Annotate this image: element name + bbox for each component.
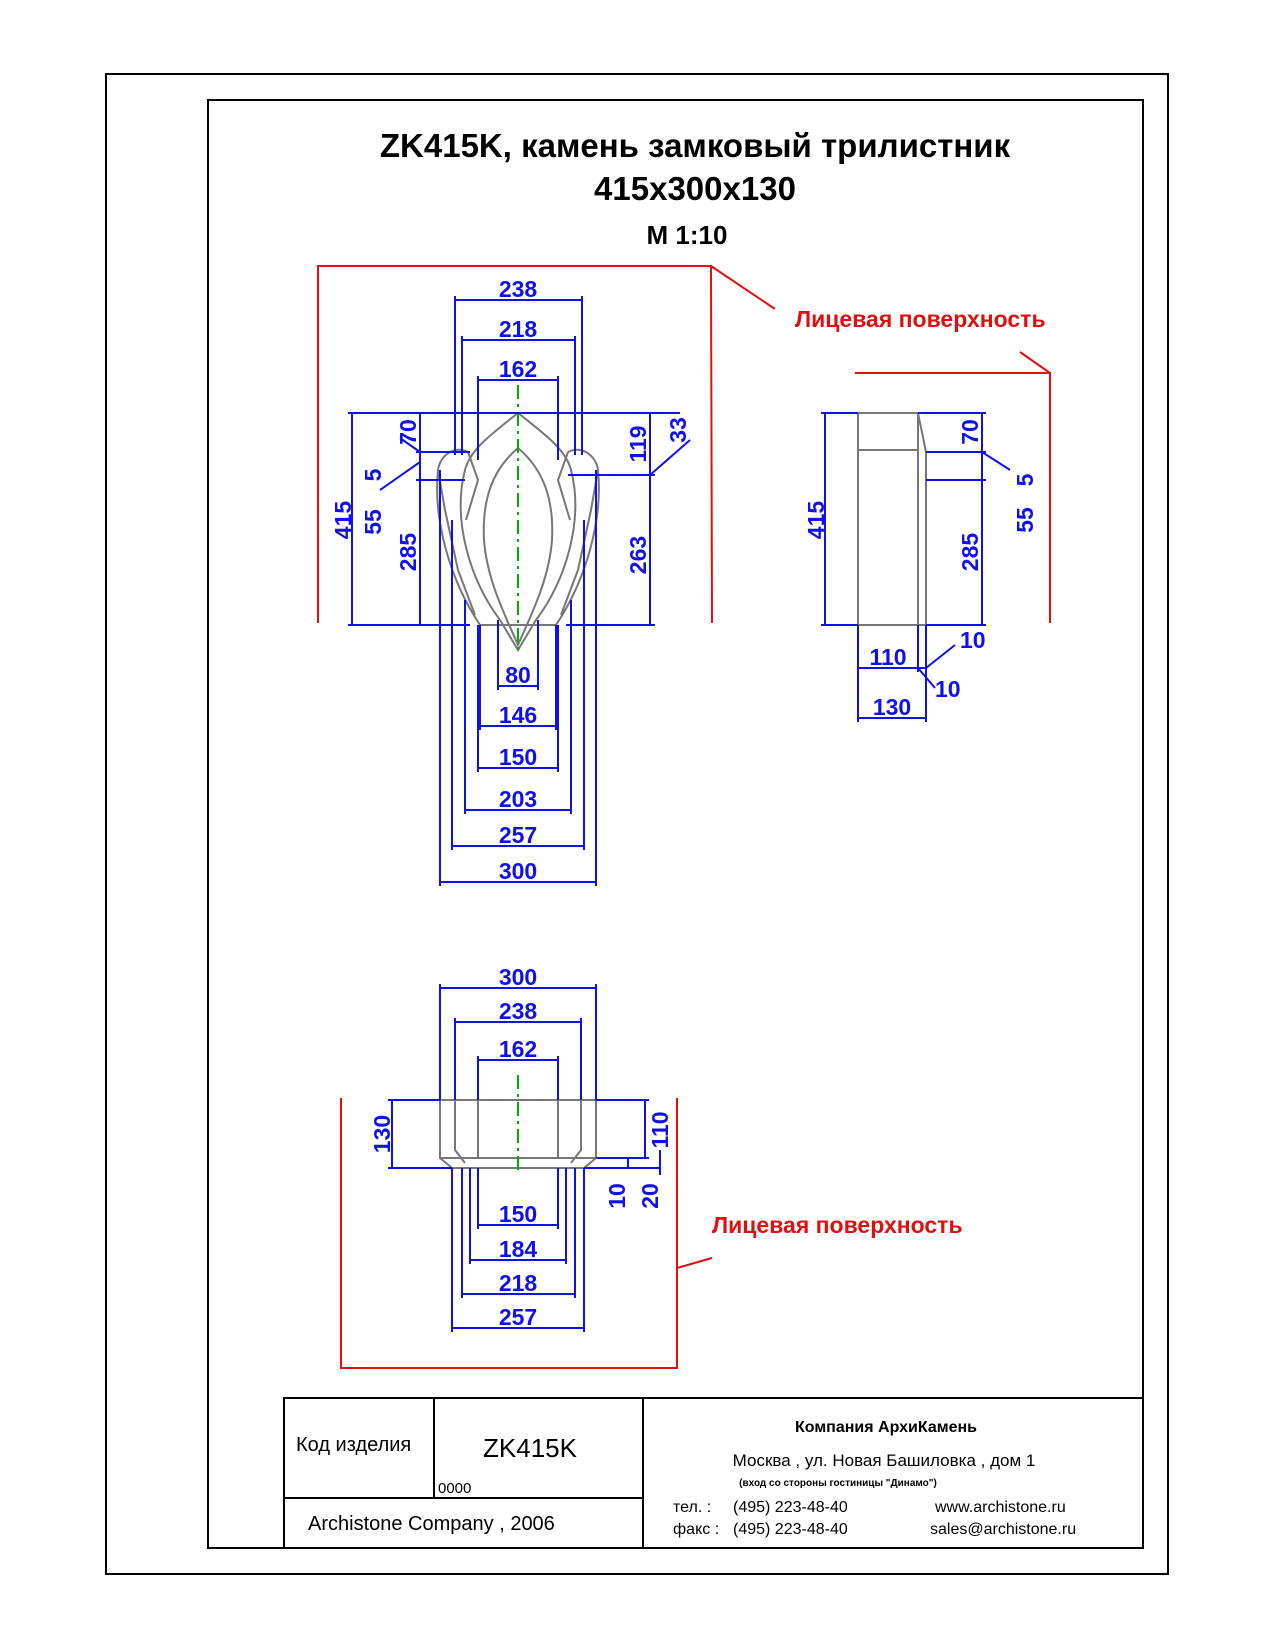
dim-front-55: 55 [360, 509, 386, 535]
dim-side-285: 285 [957, 533, 983, 572]
side-stone-outline [857, 412, 927, 626]
face-label-bottom: Лицевая поверхность [712, 1212, 963, 1238]
drawing-size: 415x300x130 [594, 170, 796, 207]
dim-front-150: 150 [499, 744, 537, 770]
dim-plan-20: 20 [637, 1183, 663, 1209]
dim-side-10-bottom: 10 [935, 676, 961, 702]
dim-plan-218: 218 [499, 1270, 538, 1296]
dim-plan-162: 162 [499, 1036, 537, 1062]
dim-side-130: 130 [873, 694, 911, 720]
face-label-top: Лицевая поверхность [795, 306, 1046, 332]
dim-front-33: 33 [665, 417, 691, 443]
side-face-marker [855, 372, 1051, 623]
stamp-code-label: Код изделия [296, 1434, 411, 1456]
dim-plan-10: 10 [604, 1183, 630, 1209]
dim-plan-130: 130 [369, 1115, 395, 1153]
plan-face-marker [340, 1098, 678, 1369]
outer-frame [105, 73, 1169, 1575]
stamp-website[interactable]: www.archistone.ru [934, 1499, 1066, 1516]
dim-plan-300: 300 [499, 964, 537, 990]
stamp-phone: (495) 223-48-40 [733, 1499, 848, 1516]
stamp-company: Компания АрхиКамень [795, 1419, 977, 1436]
front-face-leader [710, 265, 776, 310]
dim-front-263: 263 [625, 536, 651, 574]
stamp-code-value: ZK415K [483, 1433, 578, 1463]
dim-front-70: 70 [395, 419, 421, 445]
stamp-fax: (495) 223-48-40 [733, 1521, 848, 1538]
dim-side-55: 55 [1012, 507, 1038, 533]
dim-front-285: 285 [395, 533, 421, 572]
dim-side-5: 5 [1012, 473, 1038, 486]
dim-front-162: 162 [499, 356, 537, 382]
stamp-fax-label: факс : [673, 1521, 719, 1538]
plan-view: Лицевая поверхность 300 238 162 150 184 [340, 964, 963, 1369]
stamp-email[interactable]: sales@archistone.ru [930, 1521, 1076, 1538]
drawing-scale: М 1:10 [647, 220, 728, 250]
dim-front-119: 119 [625, 425, 651, 462]
dim-front-146: 146 [499, 702, 537, 728]
dim-plan-184: 184 [499, 1236, 538, 1262]
dim-side-415: 415 [803, 501, 829, 540]
dim-front-238: 238 [499, 276, 538, 302]
dim-plan-110: 110 [647, 1111, 673, 1148]
title-block: Код изделия ZK415K 0000 Archistone Compa… [283, 1397, 1144, 1549]
dim-front-257: 257 [499, 822, 537, 848]
front-face-marker [317, 265, 713, 624]
stamp-address-note: (вход со стороны гостиницы "Динамо") [739, 1478, 937, 1489]
dim-side-110: 110 [869, 644, 906, 670]
side-view: 415 70 5 55 285 10 110 10 130 [803, 351, 1051, 722]
drawing-title: ZK415K, камень замковый трилистник [380, 127, 1011, 164]
stamp-copyright: Archistone Company , 2006 [308, 1513, 555, 1535]
dim-front-415: 415 [330, 501, 356, 540]
stamp-phone-label: тел. : [673, 1499, 711, 1516]
dim-front-218: 218 [499, 316, 538, 342]
dim-plan-238: 238 [499, 998, 538, 1024]
stamp-address: Москва , ул. Новая Башиловка , дом 1 [733, 1451, 1036, 1470]
dim-front-300: 300 [499, 858, 537, 884]
dim-front-80: 80 [505, 662, 531, 688]
dim-front-5: 5 [360, 468, 386, 481]
dim-side-10-top: 10 [960, 627, 986, 653]
dim-front-203: 203 [499, 786, 537, 812]
stamp-code-sub: 0000 [438, 1480, 471, 1497]
front-view: Лицевая поверхность 238 218 162 [317, 265, 1046, 886]
dim-plan-257: 257 [499, 1304, 537, 1330]
dim-plan-150: 150 [499, 1201, 537, 1227]
dim-side-70: 70 [957, 419, 983, 445]
